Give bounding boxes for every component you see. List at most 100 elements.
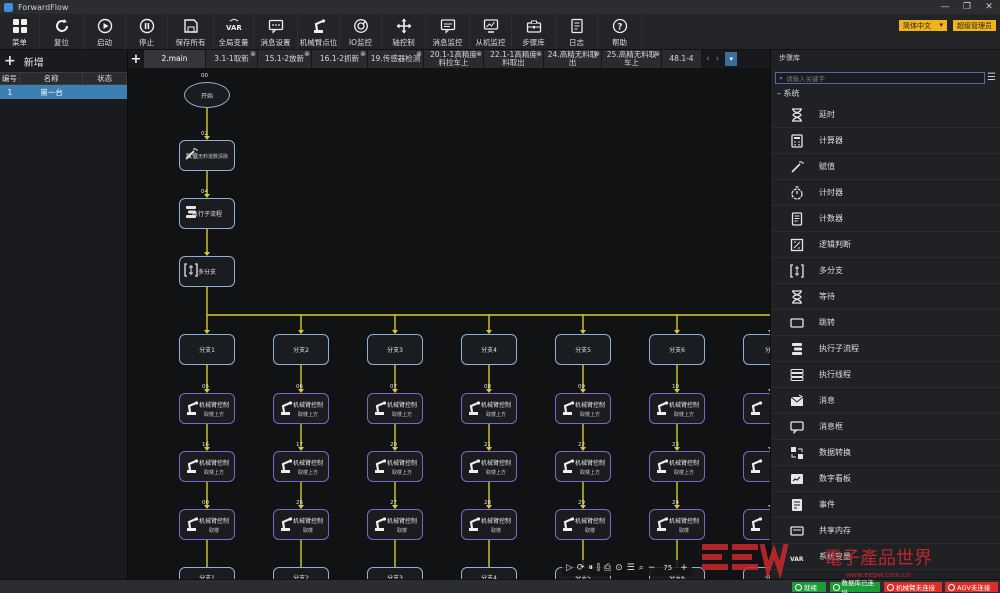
slave-monitor-button[interactable]: 从机监控 [470, 14, 512, 49]
zoom-out-button[interactable]: − [647, 563, 656, 573]
tab-0[interactable]: 2.main [144, 50, 206, 68]
step-item[interactable]: 跳转 [771, 310, 1000, 336]
step-item[interactable]: 计算器 [771, 128, 1000, 154]
close-tab-icon[interactable]: ⊗ [360, 50, 366, 58]
message-settings-button[interactable]: 消息设置 [254, 14, 298, 49]
tab-2[interactable]: 15.1-2放新⊗ [258, 50, 312, 68]
run-icon[interactable]: ▷ [566, 563, 573, 573]
step-item[interactable]: 逻辑判断 [771, 232, 1000, 258]
robot-control-node[interactable]: 机械臂控制取楼上方 [273, 393, 329, 424]
start-button[interactable]: 启动 [84, 14, 126, 49]
branch-node[interactable]: 分支3 [367, 334, 423, 365]
reset-button[interactable]: 复位 [40, 14, 84, 49]
close-tab-icon[interactable]: ⊗ [250, 50, 256, 58]
robot-control-node[interactable]: 机械臂控制取楼上方 [461, 451, 517, 482]
table-row[interactable]: 1 第一台 [0, 85, 127, 99]
save-all-button[interactable]: 保存所有 [168, 14, 214, 49]
help-button[interactable]: ?帮助 [598, 14, 642, 49]
step-item[interactable]: 执行线程 [771, 362, 1000, 388]
robot-control-node[interactable]: 机械臂控制取楼 [649, 509, 705, 540]
menu-icon[interactable]: ☰ [987, 72, 996, 83]
step-item[interactable]: 消息框 [771, 414, 1000, 440]
robot-control-node[interactable]: 机械臂控制取楼上方 [649, 393, 705, 424]
close-window-button[interactable]: ✕ [985, 2, 993, 12]
close-tab-icon[interactable]: ⊗ [654, 50, 660, 58]
robot-points-button[interactable]: 机械臂点位 [298, 14, 340, 49]
align-icon[interactable]: ⫿ [596, 563, 600, 573]
branch-node[interactable]: 分支2 [273, 334, 329, 365]
close-tab-icon[interactable]: ⊗ [304, 50, 310, 58]
tab-3[interactable]: 16.1-2抓新⊗ [312, 50, 368, 68]
tab-1[interactable]: 3.1-1取新⊗ [206, 50, 258, 68]
tab-prev-icon[interactable]: ‹ [706, 54, 710, 64]
subflow-node[interactable]: 执行子流程 [179, 198, 235, 229]
robot-control-node[interactable]: 机械臂控制取楼 [461, 509, 517, 540]
axis-control-button[interactable]: 轴控制 [382, 14, 426, 49]
step-item[interactable]: 计时器 [771, 180, 1000, 206]
step-item[interactable]: 执行子流程 [771, 336, 1000, 362]
step-item[interactable]: 数据转换 [771, 440, 1000, 466]
step-item[interactable]: 数字看板 [771, 466, 1000, 492]
robot-control-node[interactable]: 机械臂控制取楼 [555, 509, 611, 540]
tab-5[interactable]: 20.1-1高精度 料拉车上⊗ [424, 50, 484, 68]
step-item[interactable]: 消息 [771, 388, 1000, 414]
add-device-button[interactable]: + 新增 [0, 50, 127, 72]
robot-control-node[interactable]: 机械 [743, 393, 770, 424]
zoom-fit-icon[interactable]: ⊙ [615, 563, 623, 573]
robot-control-node[interactable]: 机械臂控制取楼 [179, 509, 235, 540]
step-item[interactable]: 赋值 [771, 154, 1000, 180]
tab-7[interactable]: 24.高精无料取 出⊗ [544, 50, 602, 68]
branch-node[interactable]: 分支5 [555, 334, 611, 365]
branch-node[interactable]: 分支1 [179, 334, 235, 365]
partial-node[interactable]: 分支4 [461, 567, 517, 579]
tab-9[interactable]: 48.1-4 [662, 50, 702, 68]
robot-control-node[interactable]: 机械臂控制取楼上方 [649, 451, 705, 482]
start-node[interactable]: 开始 [184, 82, 230, 108]
robot-control-node[interactable]: 机械臂控制取楼上方 [367, 393, 423, 424]
step-icon[interactable]: ⟳ [576, 563, 585, 573]
robot-control-node[interactable]: 机械 [743, 451, 770, 482]
robot-control-node[interactable]: 机械臂控制取楼上方 [179, 393, 235, 424]
menu-button[interactable]: 菜单 [0, 14, 40, 49]
tab-list-dropdown[interactable]: ▾ [725, 52, 738, 66]
robot-control-node[interactable]: 机械臂控制取楼 [273, 509, 329, 540]
robot-control-node[interactable]: 机械臂控制取楼上方 [555, 393, 611, 424]
restore-button[interactable]: ❐ [962, 2, 972, 12]
robot-control-node[interactable]: 机械臂控制取楼上方 [179, 451, 235, 482]
column-header-name[interactable]: 名称 [20, 73, 84, 84]
language-select[interactable]: 简体中文▾ [899, 20, 947, 31]
close-tab-icon[interactable]: ⊗ [594, 50, 600, 58]
tab-8[interactable]: 25.高精无料取 车上⊗ [602, 50, 662, 68]
layout-icon[interactable]: ☰ [626, 563, 635, 573]
branch-node[interactable]: 分支 [743, 334, 770, 365]
add-tab-button[interactable]: + [130, 51, 142, 67]
robot-control-node[interactable]: 机械臂控制取楼上方 [273, 451, 329, 482]
step-search-input[interactable]: ⌕ 请输入关键字 [775, 72, 985, 84]
column-header-status[interactable]: 状态 [83, 73, 127, 84]
robot-control-node[interactable]: 机械臂控制取楼上方 [367, 451, 423, 482]
step-item[interactable]: 事件 [771, 492, 1000, 518]
robot-control-node[interactable]: 机械臂控制取楼 [367, 509, 423, 540]
robot-control-node[interactable]: 机械臂控制取楼上方 [555, 451, 611, 482]
close-tab-icon[interactable]: ⊗ [476, 50, 482, 58]
tab-4[interactable]: 19.传感器检测⊗ [368, 50, 424, 68]
step-item[interactable]: 延时 [771, 102, 1000, 128]
partial-node[interactable]: 分支1 [179, 567, 235, 579]
close-tab-icon[interactable]: ⊗ [536, 50, 542, 58]
minimize-button[interactable]: — [940, 2, 950, 12]
message-monitor-button[interactable]: 消息监控 [426, 14, 470, 49]
branch-node[interactable]: 分支4 [461, 334, 517, 365]
step-item[interactable]: 共享内存 [771, 518, 1000, 544]
pause-canvas-icon[interactable]: ⏸ [588, 563, 593, 573]
multi-branch-node[interactable]: 多分支 [179, 256, 235, 287]
zoom-in-button[interactable]: + [680, 563, 688, 573]
category-system[interactable]: – 系统 [777, 89, 800, 98]
log-button[interactable]: 日志 [556, 14, 598, 49]
step-item[interactable]: 计数器 [771, 206, 1000, 232]
close-tab-icon[interactable]: ⊗ [416, 50, 422, 58]
step-library-button[interactable]: 步骤库 [512, 14, 556, 49]
branch-node[interactable]: 分支6 [649, 334, 705, 365]
partial-node[interactable]: 分支2 [273, 567, 329, 579]
